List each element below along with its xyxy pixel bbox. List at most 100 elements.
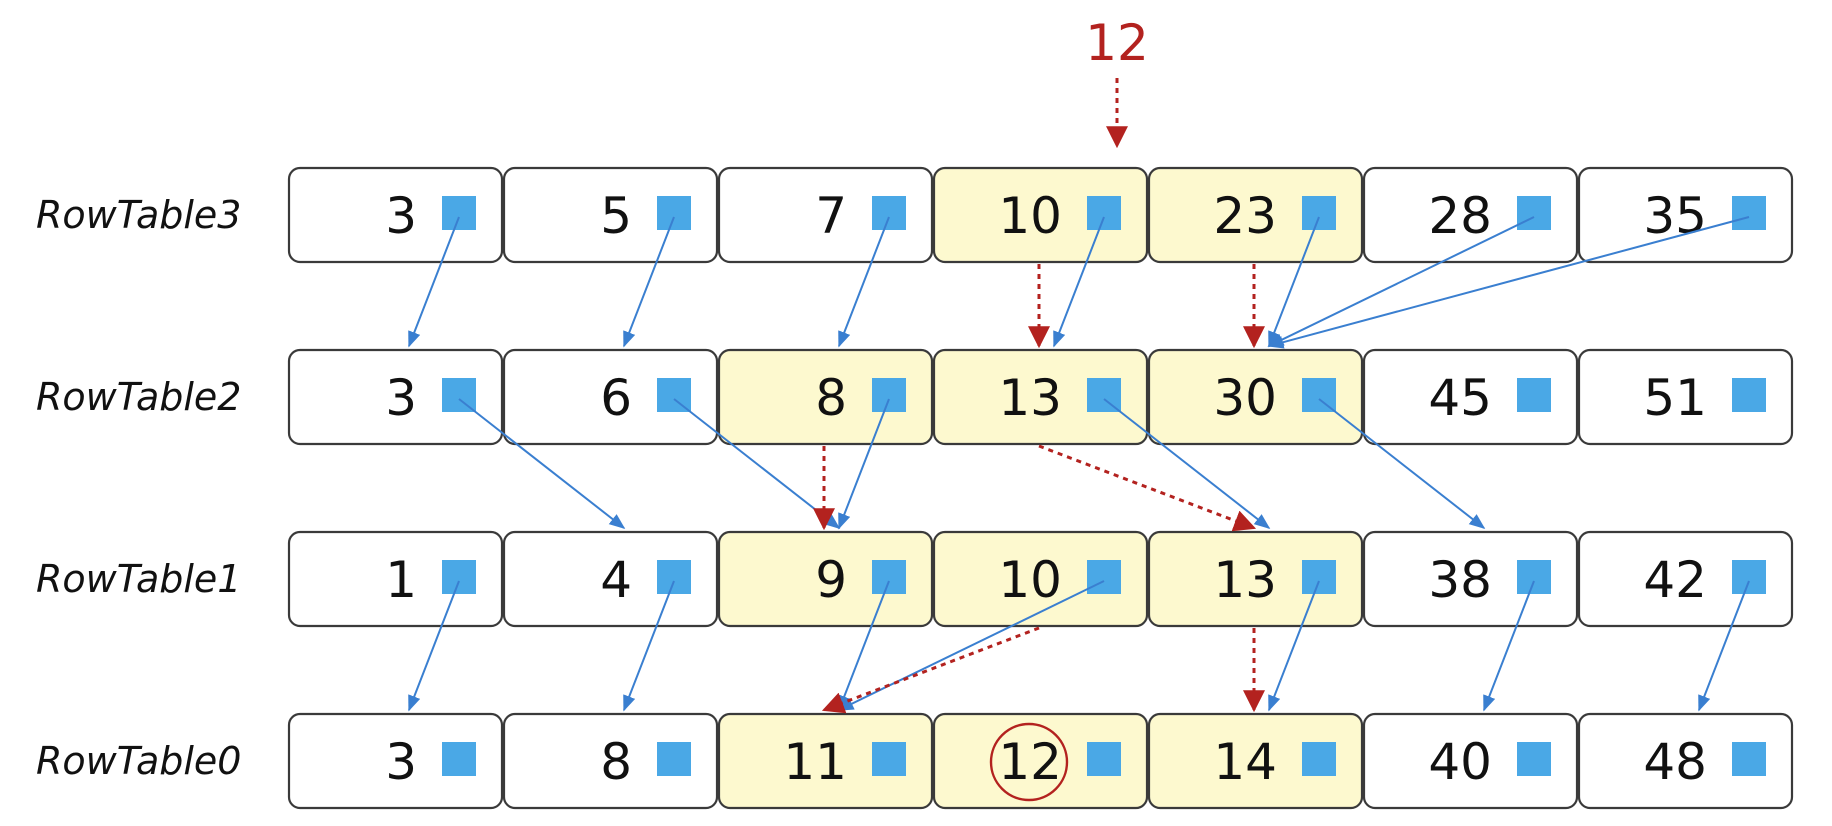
cell-box — [287, 712, 504, 810]
pointer-arrow — [673, 398, 841, 529]
pointer-square — [1087, 560, 1121, 594]
cell-box — [287, 348, 504, 446]
cell-value: 14 — [1213, 733, 1277, 791]
pointer-arrow — [837, 580, 1105, 711]
pointer-square — [442, 742, 476, 776]
cell-value: 12 — [998, 733, 1062, 791]
cell-box-highlighted — [1147, 166, 1364, 264]
cell-box — [502, 166, 719, 264]
pointer-square — [442, 560, 476, 594]
cell: 23 — [1147, 166, 1364, 264]
cell-box — [287, 530, 504, 628]
cell-box-highlighted — [1147, 712, 1364, 810]
pointer-square — [657, 560, 691, 594]
pointer-arrow — [458, 398, 626, 529]
cell: 5 — [502, 166, 719, 264]
cell-box-highlighted — [932, 348, 1149, 446]
cell-value: 30 — [1213, 369, 1277, 427]
cell-value: 38 — [1428, 551, 1492, 609]
cell-value: 10 — [998, 551, 1062, 609]
pointer-square — [1087, 742, 1121, 776]
cell-box — [502, 712, 719, 810]
cell-box-highlighted — [717, 348, 934, 446]
cell: 28 — [1362, 166, 1579, 264]
cell: 40 — [1362, 712, 1579, 810]
row-label: RowTable3 — [36, 193, 241, 237]
cell-box — [1362, 712, 1579, 810]
cell-box — [1577, 712, 1794, 810]
cell-value: 23 — [1213, 187, 1277, 245]
pointer-square — [1732, 742, 1766, 776]
pointer-square — [872, 742, 906, 776]
cell: 10 — [932, 166, 1149, 264]
pointer-square — [657, 378, 691, 412]
cell: 1 — [287, 530, 504, 628]
cell: 42 — [1577, 530, 1794, 628]
cell-value: 51 — [1643, 369, 1707, 427]
pointer-square — [657, 742, 691, 776]
cell: 35 — [1577, 166, 1794, 264]
pointer-square — [1087, 196, 1121, 230]
search-path-arrow — [821, 626, 1040, 714]
pointer-square — [1302, 560, 1336, 594]
cell-value: 13 — [998, 369, 1062, 427]
cell-box-highlighted — [1147, 530, 1364, 628]
cell-value: 45 — [1428, 369, 1492, 427]
cell-value: 9 — [815, 551, 847, 609]
cell-box-highlighted — [932, 712, 1149, 810]
cell-value: 5 — [600, 187, 632, 245]
pointer-arrow — [838, 398, 890, 530]
cell-box-highlighted — [932, 530, 1149, 628]
pointer-square — [442, 378, 476, 412]
pointer-square — [1732, 378, 1766, 412]
cell-box — [287, 166, 504, 264]
pointer-arrow — [1483, 580, 1535, 712]
cell: 3 — [287, 712, 504, 810]
cell-box-highlighted — [1147, 348, 1364, 446]
pointer-square — [657, 196, 691, 230]
row-label: RowTable1 — [36, 557, 241, 601]
pointer-arrows — [408, 216, 1750, 712]
pointer-arrow — [623, 580, 675, 712]
row-rowtable2: RowTable2 3 6 8 13 30 45 51 — [36, 348, 1794, 446]
cell-box — [717, 166, 934, 264]
cell: 30 — [1147, 348, 1364, 446]
cell: 3 — [287, 348, 504, 446]
pointer-arrow — [1267, 216, 1535, 347]
cell-value: 3 — [385, 733, 417, 791]
pointer-square — [1302, 378, 1336, 412]
cell-value: 35 — [1643, 187, 1707, 245]
cell-value: 3 — [385, 187, 417, 245]
search-path-arrows — [813, 264, 1265, 714]
pointer-square — [872, 560, 906, 594]
pointer-arrow — [623, 216, 675, 348]
pointer-arrow — [1267, 216, 1750, 349]
pointer-square — [1302, 196, 1336, 230]
row-label: RowTable2 — [36, 375, 241, 419]
pointer-square — [1517, 560, 1551, 594]
pointer-square — [1517, 196, 1551, 230]
cell: 11 — [717, 712, 934, 810]
cell: 7 — [717, 166, 934, 264]
pointer-arrow — [1268, 580, 1320, 712]
pointer-arrow — [838, 580, 890, 712]
cell: 45 — [1362, 348, 1579, 446]
pointer-arrow — [1103, 398, 1271, 529]
cell-box — [1362, 348, 1579, 446]
cell-value: 6 — [600, 369, 632, 427]
cell: 3 — [287, 166, 504, 264]
row-label: RowTable0 — [36, 739, 241, 783]
cell-value: 4 — [600, 551, 632, 609]
pointer-square — [872, 196, 906, 230]
cell-value: 8 — [815, 369, 847, 427]
pointer-square — [872, 378, 906, 412]
pointer-square — [1302, 742, 1336, 776]
cell: 51 — [1577, 348, 1794, 446]
cell: 13 — [1147, 530, 1364, 628]
cell-box — [1362, 530, 1579, 628]
cell-box — [1577, 530, 1794, 628]
pointer-arrow — [1053, 216, 1105, 348]
cell: 14 — [1147, 712, 1364, 810]
